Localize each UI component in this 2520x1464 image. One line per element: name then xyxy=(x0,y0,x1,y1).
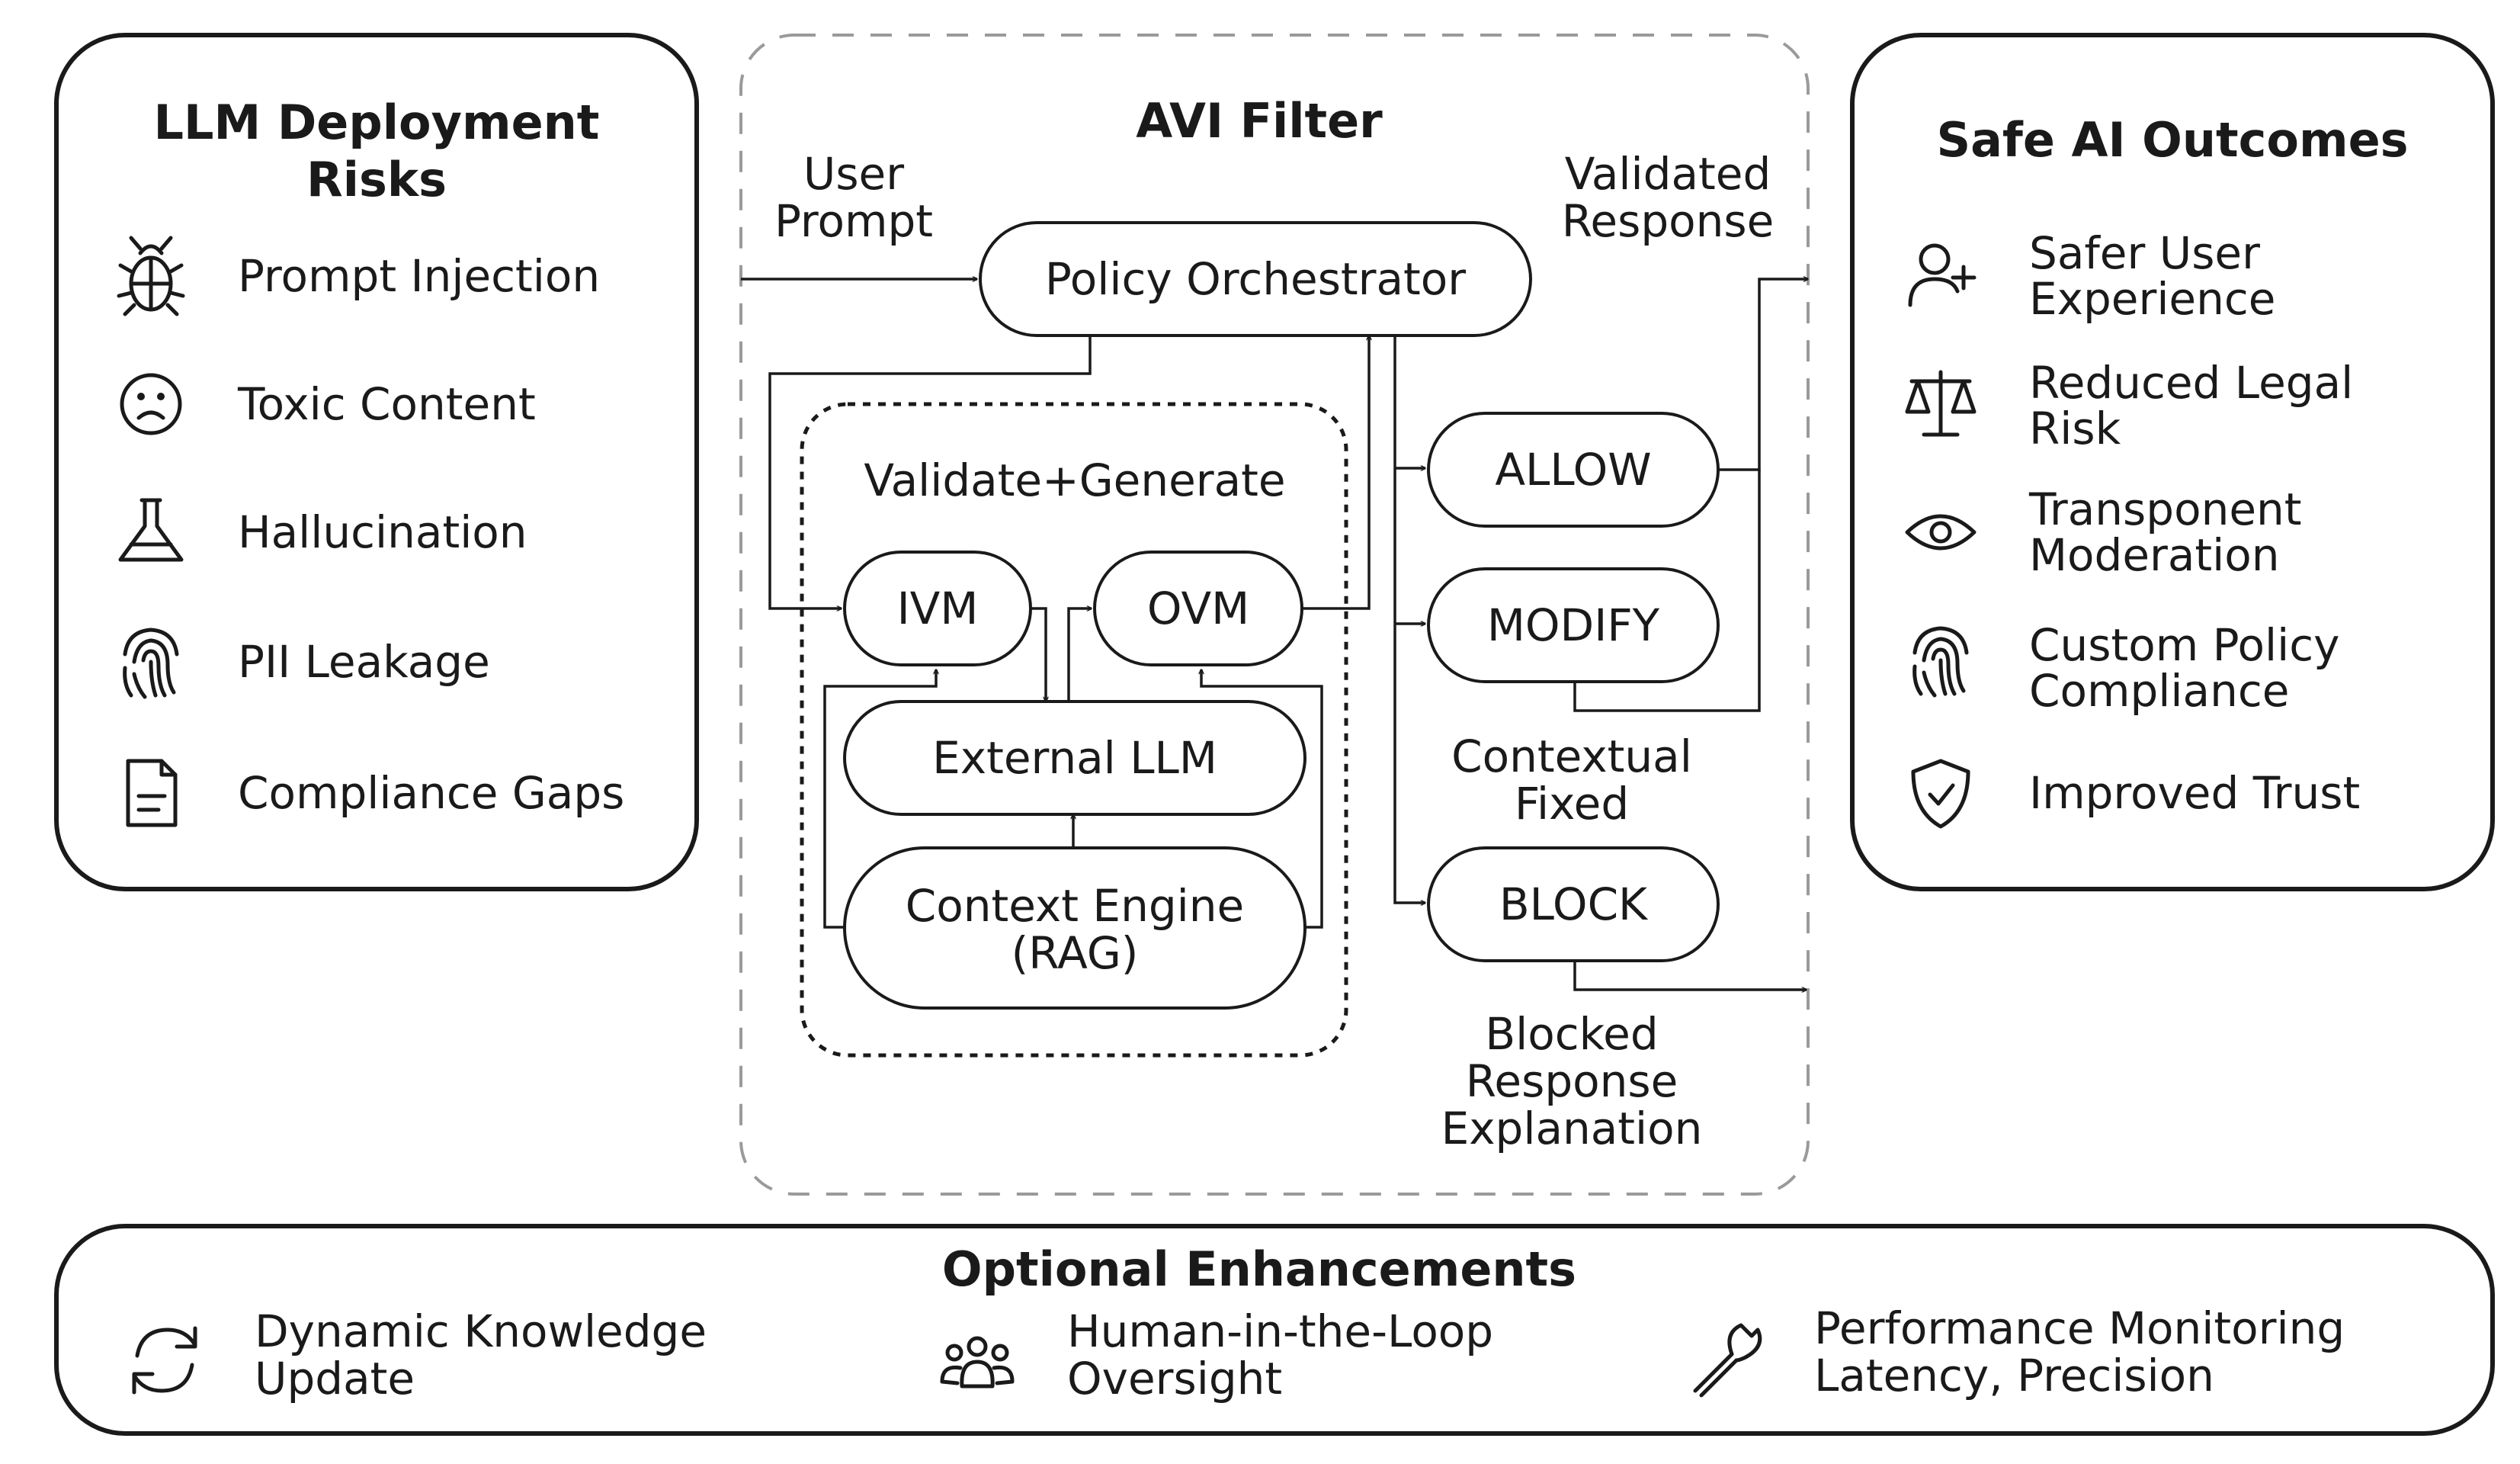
risk-item-toxic-content: Toxic Content xyxy=(237,378,536,430)
policy-orchestrator-label: Policy Orchestrator xyxy=(1045,253,1466,305)
validated-response-label-line1: Validated xyxy=(1565,148,1771,200)
external-llm-label: External LLM xyxy=(932,732,1217,784)
refresh-icon xyxy=(132,1326,197,1395)
external-llm-node: External LLM xyxy=(843,700,1306,816)
flask-icon xyxy=(118,498,184,562)
bug-icon xyxy=(117,236,185,316)
policy-orchestrator-node: Policy Orchestrator xyxy=(979,221,1532,337)
block-label: BLOCK xyxy=(1499,878,1649,930)
user-prompt-label-line1: User xyxy=(803,148,904,200)
fingerprint-icon xyxy=(123,628,179,699)
modify-label: MODIFY xyxy=(1487,599,1660,651)
sad-face-icon xyxy=(120,373,182,435)
outcome-item-custom-policy-line2: Compliance xyxy=(2029,665,2289,717)
outcome-item-trust: Improved Trust xyxy=(2029,767,2360,819)
outcomes-panel: Safe AI Outcomes Safer User Experience R… xyxy=(1850,33,2495,891)
wrench-icon xyxy=(1693,1323,1762,1398)
outcomes-title: Safe AI Outcomes xyxy=(1936,112,2408,168)
scales-icon xyxy=(1905,370,1977,437)
modify-node: MODIFY xyxy=(1427,567,1720,683)
document-icon xyxy=(126,759,178,827)
risk-item-prompt-injection: Prompt Injection xyxy=(238,250,600,302)
enhancement-item-perf-line2: Latency, Precision xyxy=(1814,1350,2214,1401)
context-engine-label-line1: Context Engine xyxy=(906,880,1244,932)
outcome-item-custom-policy-line1: Custom Policy xyxy=(2029,619,2339,671)
block-node: BLOCK xyxy=(1427,846,1720,962)
validated-response-label-line2: Response xyxy=(1562,195,1775,247)
ivm-label: IVM xyxy=(897,583,979,634)
ivm-node: IVM xyxy=(843,551,1032,666)
blocked-explanation-label-line1: Blocked xyxy=(1485,1008,1658,1060)
enhancements-title: Optional Enhancements xyxy=(942,1241,1576,1297)
add-user-icon xyxy=(1908,243,1977,307)
blocked-explanation-label-line3: Explanation xyxy=(1441,1103,1703,1154)
outcome-item-moderation-line2: Moderation xyxy=(2029,529,2280,581)
risks-title-line2: Risks xyxy=(306,152,447,207)
contextual-fixed-label-line2: Fixed xyxy=(1515,778,1629,830)
eye-icon xyxy=(1905,514,1977,551)
flow-connectors xyxy=(741,279,1808,990)
validate-generate-label: Validate+Generate xyxy=(864,454,1285,506)
outcome-item-legal-line1: Reduced Legal xyxy=(2029,357,2353,409)
ovm-node: OVM xyxy=(1093,551,1303,666)
people-icon xyxy=(940,1336,1015,1389)
risks-title-line1: LLM Deployment xyxy=(154,95,600,150)
enhancement-item-perf-line1: Performance Monitoring xyxy=(1814,1302,2345,1354)
user-prompt-label-line2: Prompt xyxy=(774,195,933,247)
ovm-label: OVM xyxy=(1147,583,1249,634)
outcome-item-moderation-line1: Transponent xyxy=(2028,483,2302,535)
enhancement-item-dynamic-line1: Dynamic Knowledge xyxy=(255,1305,707,1357)
outcome-item-safer-ux-line1: Safer User xyxy=(2029,227,2260,279)
shield-check-icon xyxy=(1911,759,1970,829)
fingerprint-icon xyxy=(1912,626,1969,698)
enhancement-item-hitl-line1: Human-in-the-Loop xyxy=(1067,1305,1493,1357)
blocked-explanation-label-line2: Response xyxy=(1466,1055,1678,1107)
risks-panel: LLM Deployment Risks Prompt Injection To… xyxy=(54,33,699,891)
enhancement-item-hitl-line2: Oversight xyxy=(1067,1353,1282,1405)
outcome-item-safer-ux-line2: Experience xyxy=(2029,273,2275,325)
context-engine-node: Context Engine (RAG) xyxy=(843,846,1306,1010)
avi-filter-title: AVI Filter xyxy=(1136,93,1383,149)
risk-item-compliance-gaps: Compliance Gaps xyxy=(238,767,624,819)
allow-label: ALLOW xyxy=(1495,444,1651,496)
context-engine-label-line2: (RAG) xyxy=(1012,927,1139,979)
enhancements-panel: Optional Enhancements Dynamic Knowledge … xyxy=(54,1224,2495,1436)
enhancement-item-dynamic-line2: Update xyxy=(255,1353,415,1405)
avi-filter-panel: AVI Filter User Prompt Validated Respons… xyxy=(739,34,1810,1196)
outcome-item-legal-line2: Risk xyxy=(2029,403,2121,454)
allow-node: ALLOW xyxy=(1427,412,1720,528)
risk-item-hallucination: Hallucination xyxy=(238,506,527,558)
risk-item-pii-leakage: PII Leakage xyxy=(238,636,490,688)
contextual-fixed-label-line1: Contextual xyxy=(1451,730,1692,782)
